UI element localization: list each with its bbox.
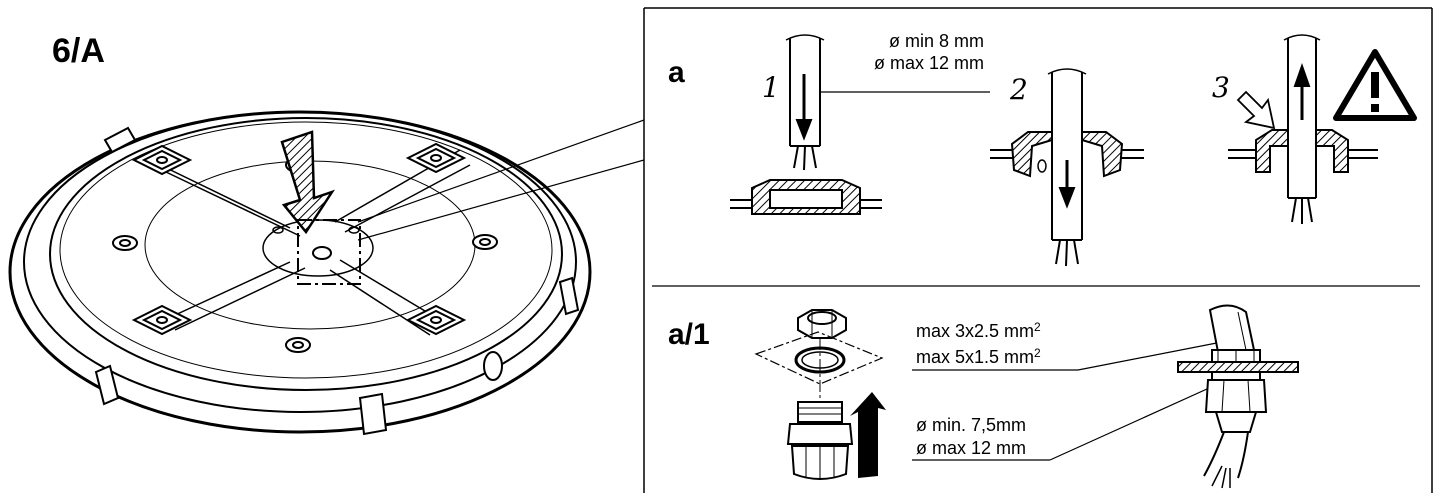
cable-spec-1: max 3x2.5 mm2 [916,320,1041,341]
base-plate [8,110,592,434]
gland-spec-min: ø min. 7,5mm [916,415,1027,435]
rim-clip [358,392,388,436]
insertion-arrow [280,130,335,235]
mounting-pad [131,144,193,176]
rim-clips [94,126,580,436]
rim-clip [94,364,120,406]
step-1-number: 1 [762,71,780,104]
panel-a-spec-max: ø max 12 mm [873,53,984,73]
assembly-arrow [850,392,886,478]
figure-label: 6/A [52,32,105,70]
step-2-number: 2 [1010,73,1028,106]
gland-spec-max: ø max 12 mm [916,438,1027,458]
cable-entry-hole [483,351,503,381]
screw-hole [285,337,311,353]
panel-a-spec-min: ø min 8 mm [888,31,984,51]
panel-a-label: a [668,56,685,89]
screw-hole [112,235,138,251]
step-3-number: 3 [1212,71,1230,104]
step-2-drawing [990,68,1144,267]
cable-gland-exploded [754,309,884,480]
leader-lines [912,339,1233,461]
panel-a1-label: a/1 [668,318,710,351]
mounting-pad [405,142,467,174]
screw-hole [472,234,498,250]
mounting-pad [131,304,193,336]
step-1-drawing [730,34,990,215]
mounting-pad [405,304,467,336]
detail-box [297,219,361,285]
screw-holes [112,157,498,353]
rim-clip [103,126,137,154]
mounting-pads [131,142,467,336]
cable-spec-2: max 5x1.5 mm2 [916,346,1041,367]
warning-triangle-icon [1333,49,1417,121]
zoom-lines [357,119,645,241]
step-3-drawing [1228,34,1378,224]
rim-clip [558,276,580,316]
detail-panel [643,7,1433,493]
cable-gland-mounted [1177,304,1299,489]
